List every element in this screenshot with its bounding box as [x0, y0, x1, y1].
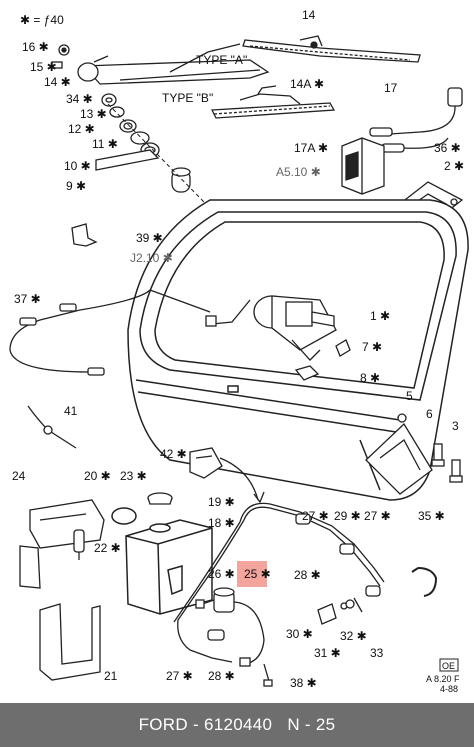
callout-13: 13 ✱: [80, 107, 107, 121]
callout-24: 24: [12, 469, 26, 483]
callout-7: 7 ✱: [362, 340, 382, 354]
callout-1: 1 ✱: [370, 309, 390, 323]
reservoir-strap-21: [39, 603, 101, 681]
footer-reference: N - 25: [287, 715, 336, 734]
cap-19: [147, 492, 173, 505]
callout-34: 34 ✱: [66, 92, 93, 106]
callout-35: 35 ✱: [418, 509, 445, 523]
callout-22: 22 ✱: [94, 541, 121, 555]
callout-31: 31 ✱: [314, 646, 341, 660]
callout-3: 3: [452, 419, 459, 433]
callout-12: 12 ✱: [68, 122, 95, 136]
highlight-part-25: [237, 561, 267, 587]
type-b-label: TYPE "B": [162, 91, 213, 105]
connector-28: [207, 629, 225, 641]
callout-29: 29 ✱: [334, 509, 361, 523]
type-a-label: TYPE "A": [196, 53, 247, 67]
callout-28b: 28 ✱: [208, 669, 235, 683]
callout-23: 23 ✱: [120, 469, 147, 483]
callout-14: 14: [302, 8, 316, 22]
callout-J2.10: J2.10 ✱: [130, 251, 173, 265]
wiper-motor-1: [205, 295, 337, 361]
washer-reservoir-18: [125, 519, 213, 615]
callout-16: 16 ✱: [22, 40, 49, 54]
clip-35: [411, 567, 438, 597]
bracket-5: [365, 413, 433, 495]
callout-26: 26 ✱: [208, 567, 235, 581]
callout-17: 17: [384, 81, 398, 95]
grommet-7: [335, 339, 351, 357]
stamp-code: OE: [442, 661, 455, 671]
callout-20: 20 ✱: [84, 469, 111, 483]
callout-28a: 28 ✱: [294, 568, 321, 582]
wire-38: [263, 663, 273, 687]
reservoir-bracket-24: [19, 499, 105, 589]
nozzle-set-30-33: [317, 597, 363, 625]
callout-32: 32 ✱: [340, 629, 367, 643]
footer-separator: [272, 715, 287, 735]
callout-42: 42 ✱: [160, 447, 187, 461]
bracket-8: [294, 365, 320, 381]
washer-hoses: [173, 502, 385, 663]
callout-17A: 17A ✱: [294, 141, 328, 155]
callout-15: 15 ✱: [30, 60, 57, 74]
fasteners-6-3: [431, 443, 463, 483]
callout-33: 33: [370, 646, 384, 660]
wiper-arm: [77, 43, 270, 85]
callout-labels: 14 16 ✱ 15 ✱14 ✱ 34 ✱13 ✱12 ✱11 ✱10 ✱ 9 ✱ 14A…: [12, 8, 464, 690]
callout-39: 39 ✱: [136, 231, 163, 245]
callout-21: 21: [104, 669, 118, 683]
callout-27a: 27 ✱: [302, 509, 329, 523]
stamp-date: 4-88: [440, 684, 458, 694]
connector-36: [369, 87, 463, 153]
callout-27b: 27 ✱: [364, 509, 391, 523]
callout-11: 11 ✱: [92, 137, 118, 151]
switch-17A: [341, 137, 385, 195]
callout-5: 5: [406, 389, 413, 403]
callout-30: 30 ✱: [286, 627, 313, 641]
callout-38: 38 ✱: [290, 676, 317, 690]
wiper-blade-type-a: [242, 35, 421, 63]
tailgate-panel: [127, 199, 469, 501]
clip-39: [71, 223, 98, 247]
reference-stamp: OE A 8.20 F 4-88: [426, 658, 460, 694]
callout-37: 37 ✱: [14, 292, 41, 306]
callout-41: 41: [64, 404, 78, 418]
tube-41: [27, 405, 77, 449]
callout-9: 9 ✱: [66, 179, 86, 193]
clamp-42: [189, 447, 223, 479]
stamp-ref: A 8.20 F: [426, 674, 460, 684]
callout-14b: 14 ✱: [44, 75, 71, 89]
legend-text: ✱ = ƒ40: [20, 13, 64, 27]
callout-18: 18 ✱: [208, 516, 235, 530]
callout-6: 6: [426, 407, 433, 421]
callout-27c: 27 ✱: [166, 669, 193, 683]
callout-25: 25 ✱: [244, 567, 271, 581]
pump-22: [73, 529, 85, 560]
exploded-view-drawing: ✱ = ƒ40: [9, 8, 469, 694]
seal-23: [111, 507, 137, 525]
arrow-to-washer: [219, 457, 259, 501]
callout-14A: 14A ✱: [290, 77, 324, 91]
footer-bar: FORD - 6120440 N - 25: [0, 703, 474, 747]
callout-A5.10: A5.10 ✱: [276, 165, 321, 179]
wiper-hardware-stack: [51, 44, 191, 193]
footer-part-number: FORD - 6120440: [138, 715, 273, 734]
callout-19: 19 ✱: [208, 495, 235, 509]
wiring-harness-37: [9, 289, 211, 376]
callout-10: 10 ✱: [64, 159, 91, 173]
callout-8: 8 ✱: [360, 371, 380, 385]
callout-2: 2 ✱: [444, 159, 464, 173]
assembly-guide-line: [107, 103, 301, 301]
wiper-blade-type-b: [210, 85, 336, 119]
washer-pump-25: [195, 587, 265, 667]
arrow-head: [253, 491, 265, 504]
callout-36: 36 ✱: [434, 141, 461, 155]
